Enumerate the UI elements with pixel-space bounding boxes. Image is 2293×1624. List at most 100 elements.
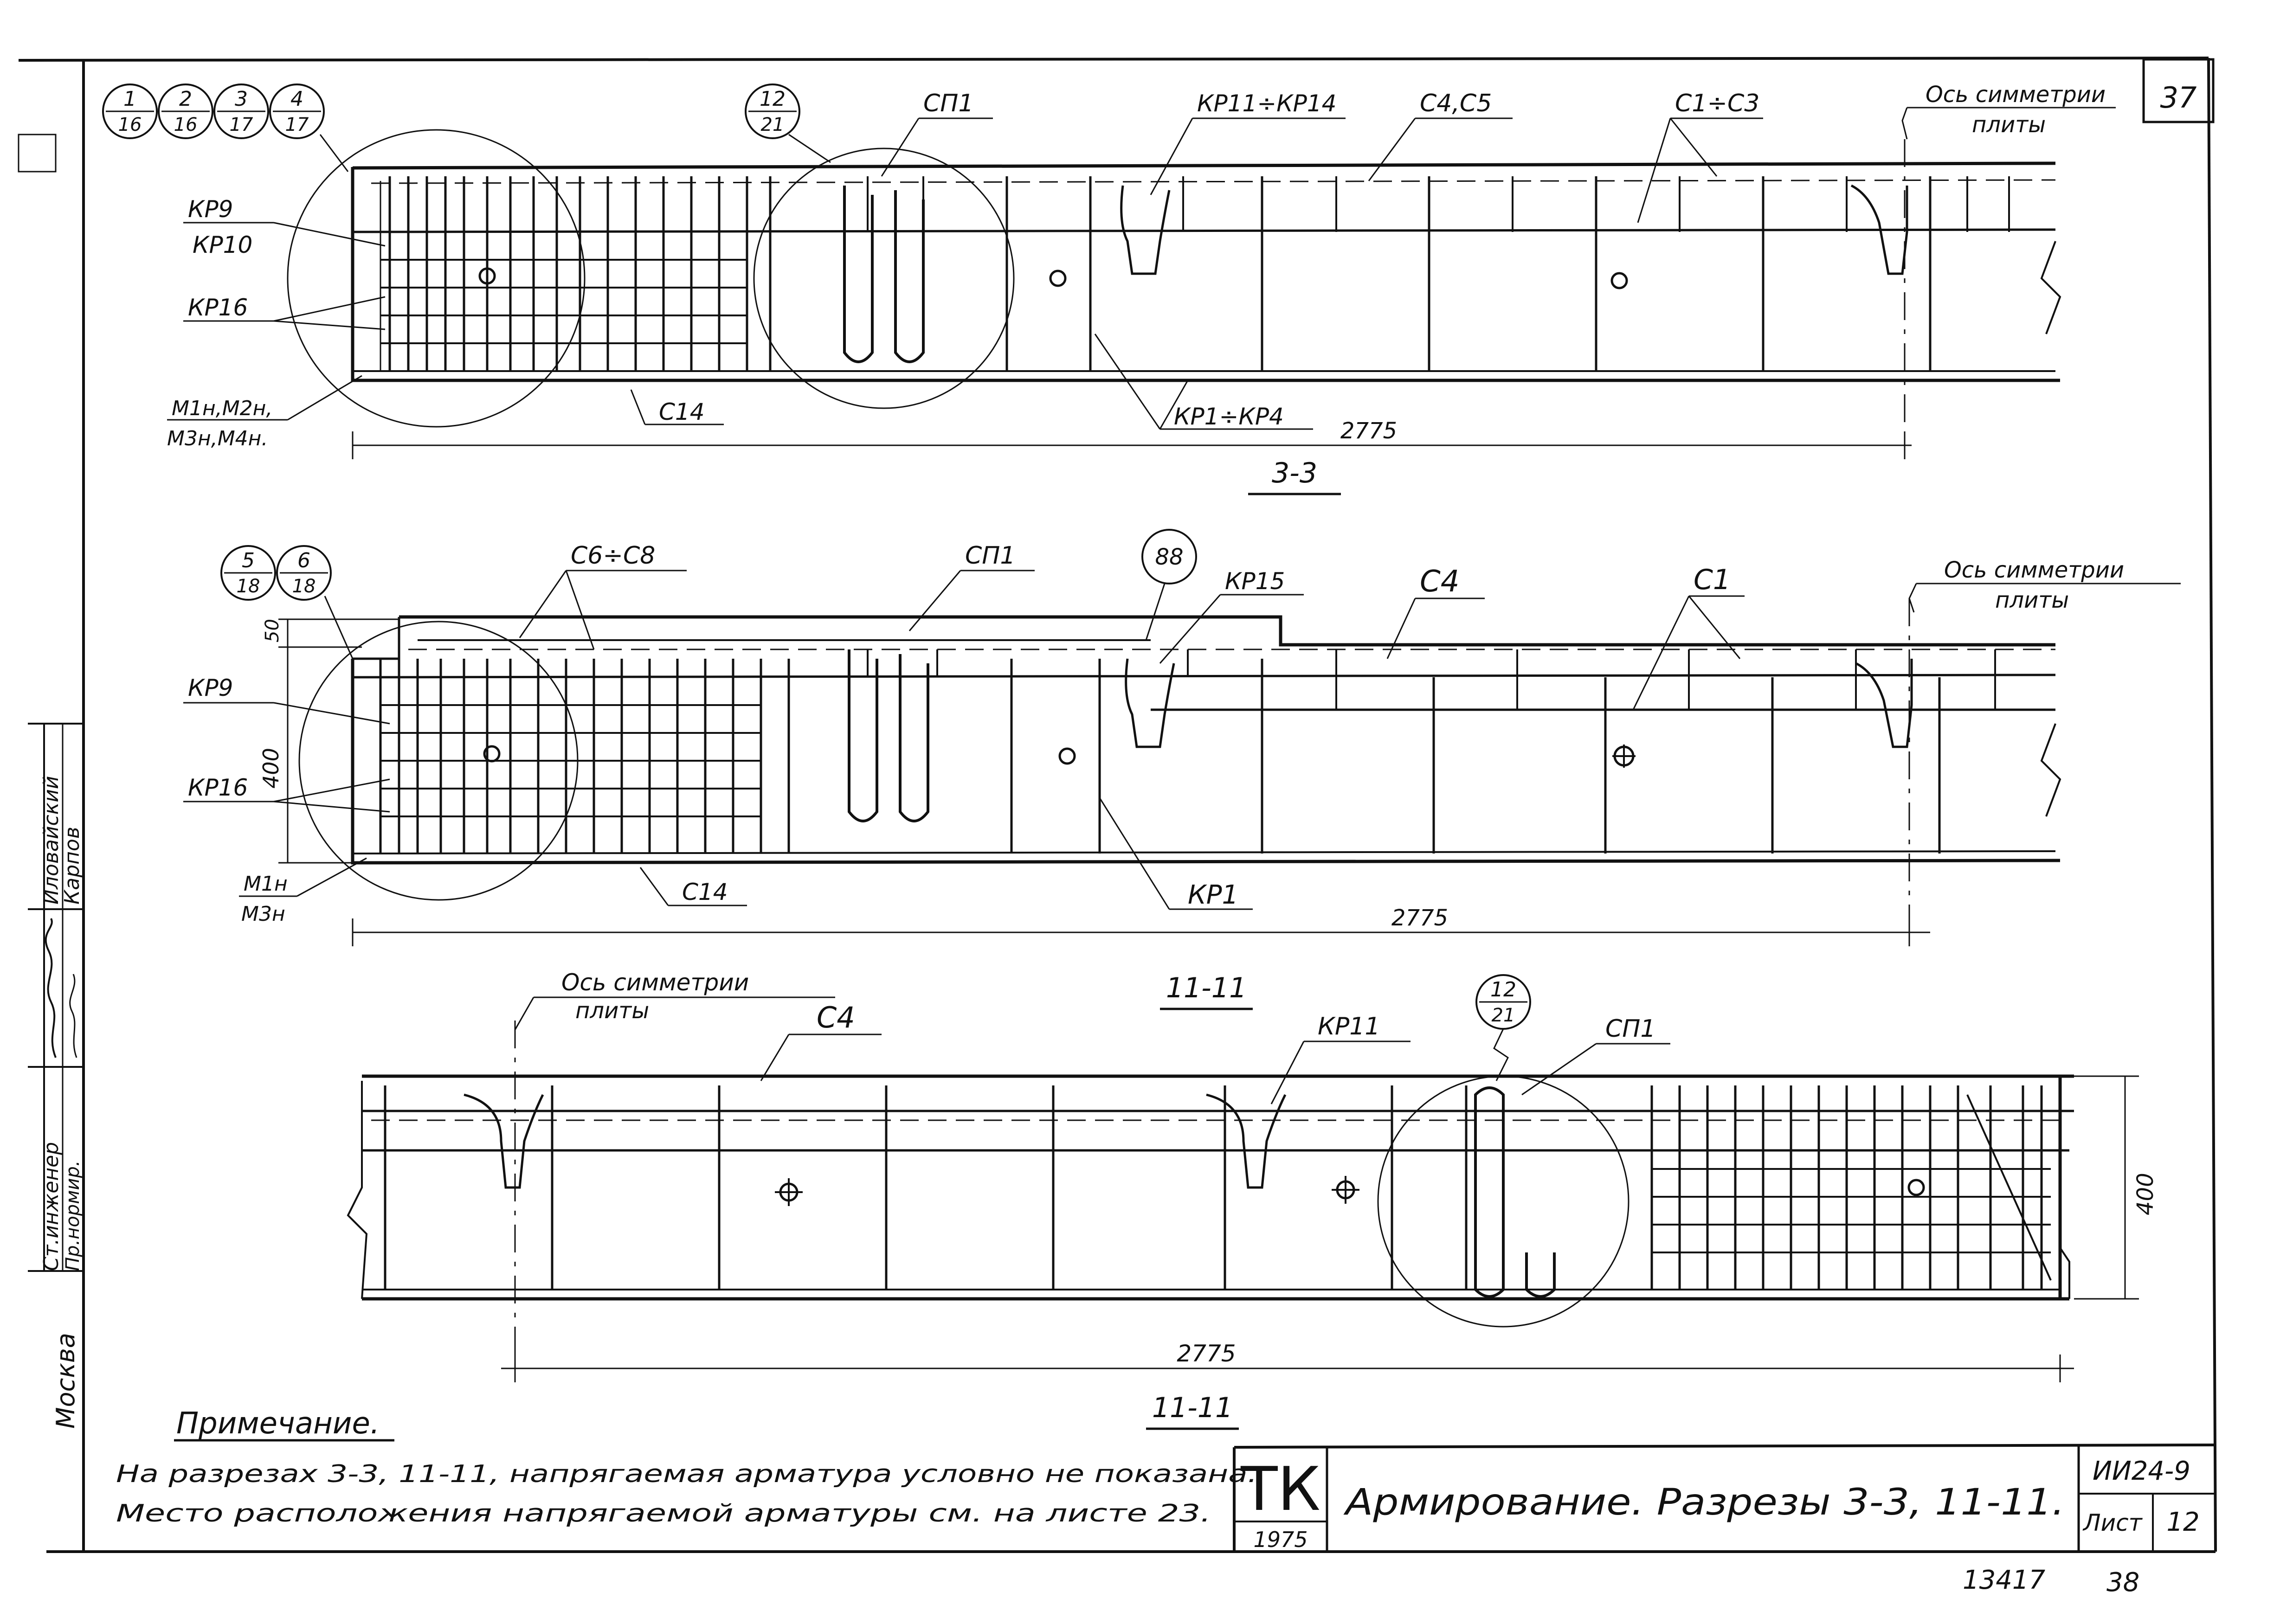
- rib-verticals: [769, 176, 1932, 371]
- label-axis-c2: плиты: [575, 998, 649, 1024]
- section-title-3-3: 3-3: [1272, 457, 1317, 489]
- rib-verticals-c: [384, 1085, 1653, 1290]
- svg-text:21: 21: [761, 114, 785, 135]
- sheet-number: 37: [2160, 81, 2197, 115]
- page-number: 38: [2106, 1567, 2139, 1598]
- label-c1c3-a: С1÷С3: [1675, 90, 1759, 117]
- logo-tk: ТК: [1240, 1454, 1320, 1524]
- detail-circle-loop-c: [1377, 1075, 1630, 1328]
- section-title-11-11-bottom: 11-11: [1152, 1392, 1233, 1424]
- top-flange-ticks: [867, 176, 2010, 232]
- label-m-b1: М1н: [244, 872, 288, 896]
- label-m-b2: М3н: [241, 902, 285, 926]
- svg-text:5: 5: [242, 549, 255, 572]
- end-cage-horizontals-b: [380, 704, 761, 817]
- hole-b2: [1058, 747, 1076, 765]
- callout-6-18: 6 18: [276, 545, 332, 601]
- label-kr11-c: КР11: [1318, 1013, 1380, 1040]
- section-11-11: 11-11: [347, 969, 2158, 1430]
- callout-12-21-c: 12 21: [1475, 974, 1531, 1030]
- svg-text:12: 12: [760, 87, 786, 111]
- lifting-loop-a: [843, 186, 925, 363]
- label-axis-a2: плиты: [1972, 112, 2046, 138]
- svg-text:4: 4: [290, 87, 303, 111]
- detail-circle-loop: [753, 148, 1015, 409]
- label-kr11-kr14-a: КР11÷КР14: [1197, 90, 1336, 117]
- hole-c3: [1907, 1179, 1925, 1196]
- hole-a1: [478, 267, 496, 285]
- rib-verticals-b: [787, 659, 1941, 854]
- lifting-loop-b: [848, 649, 929, 822]
- label-c4c5-a: С4,С5: [1420, 90, 1492, 117]
- label-axis-c1: Ось симметрии: [561, 969, 749, 996]
- callout-1-16: 1 16: [102, 83, 158, 139]
- note-block: Примечание. На разрезах 3-3, 11-11, напр…: [116, 1406, 1257, 1528]
- dim-50-b: 50: [262, 619, 283, 642]
- title-block: ТК 1975 Армирование. Разрезы 3-3, 11-11.…: [1233, 1444, 2216, 1552]
- lifting-loop-c: [1474, 1086, 1556, 1298]
- hook-kr11-c2: [1206, 1093, 1287, 1189]
- side-stamp: Ст.инженер Пр.нормир. Иловайский Карпов …: [39, 776, 84, 1429]
- label-kr16-b: КР16: [188, 774, 248, 801]
- label-axis-b2: плиты: [1995, 587, 2069, 613]
- svg-text:1: 1: [123, 87, 136, 111]
- end-cage-verticals-b: [379, 659, 762, 854]
- signature-2: [69, 974, 77, 1058]
- label-sp1-a: СП1: [923, 90, 974, 117]
- top-flange-ticks-b: [867, 649, 1996, 710]
- dim-2775-b: 2775: [1391, 905, 1448, 931]
- stamp-name1: Иловайский: [39, 776, 63, 905]
- svg-text:88: 88: [1155, 544, 1183, 570]
- label-sp1-c: СП1: [1605, 1015, 1656, 1043]
- series-code: ИИ24-9: [2093, 1456, 2190, 1486]
- svg-text:16: 16: [174, 114, 198, 135]
- sheet-label: Лист: [2082, 1509, 2143, 1536]
- hook-kr11-a: [1120, 185, 1171, 275]
- end-cage-horizontals-c: [1652, 1168, 2051, 1253]
- callout-3-17: 3 17: [213, 83, 269, 139]
- svg-text:2: 2: [179, 87, 192, 111]
- note-title: Примечание.: [176, 1406, 380, 1441]
- dim-400-c: 400: [2132, 1173, 2158, 1215]
- section-title-11-11-top: 11-11: [1166, 972, 1247, 1004]
- end-cage-horizontals: [380, 259, 747, 344]
- dim-2775-c: 2775: [1177, 1340, 1236, 1367]
- svg-text:12: 12: [1490, 978, 1516, 1001]
- stamp-role2: Пр.нормир.: [62, 1161, 84, 1271]
- section-3-3: 2775 1 16 2 16 3 17 4 17: [102, 82, 2116, 495]
- stamp-city: Москва: [51, 1333, 80, 1429]
- label-kr1-b: КР1: [1188, 880, 1238, 910]
- label-c14-b: С14: [682, 879, 728, 905]
- hook-kr11-c1: [464, 1093, 544, 1189]
- dim-400-b: 400: [258, 748, 283, 789]
- sheet-no: 12: [2166, 1507, 2199, 1537]
- note-line1: На разрезах 3-3, 11-11, напрягаемая арма…: [116, 1460, 1257, 1488]
- detail-circle-end-b: [298, 621, 579, 901]
- callout-88: 88: [1141, 529, 1197, 584]
- label-kr1-kr4-a: КР1÷КР4: [1174, 403, 1284, 430]
- label-kr9-b: КР9: [188, 674, 233, 701]
- drawing-title: Армирование. Разрезы 3-3, 11-11.: [1343, 1482, 2065, 1523]
- svg-text:6: 6: [297, 549, 310, 572]
- label-c1-b: С1: [1694, 564, 1731, 596]
- callout-4-17: 4 17: [269, 83, 325, 139]
- label-kr10-a: КР10: [193, 231, 252, 258]
- label-c14-a: С14: [659, 398, 705, 425]
- end-cage-verticals: [388, 176, 748, 371]
- year: 1975: [1253, 1527, 1308, 1552]
- dim-2775-a: 2775: [1340, 418, 1397, 444]
- hook-kr-b2: [1855, 659, 1913, 748]
- detail-circle-end: [287, 129, 586, 428]
- svg-text:17: 17: [285, 114, 309, 135]
- label-sp1-b: СП1: [965, 542, 1016, 570]
- section-middle: 50 400 2775 5 18 6 18 88 С6÷С8 СП1: [183, 529, 2181, 946]
- label-kr16-a: КР16: [188, 294, 248, 321]
- label-m-a1: М1н,М2н,: [172, 397, 272, 420]
- label-kr15-b: КР15: [1225, 568, 1285, 595]
- end-cage-verticals-c: [1678, 1085, 2043, 1290]
- label-c4-c: С4: [817, 1001, 855, 1034]
- svg-text:3: 3: [235, 87, 248, 111]
- hole-b1: [483, 745, 501, 763]
- callout-5-18: 5 18: [220, 545, 276, 601]
